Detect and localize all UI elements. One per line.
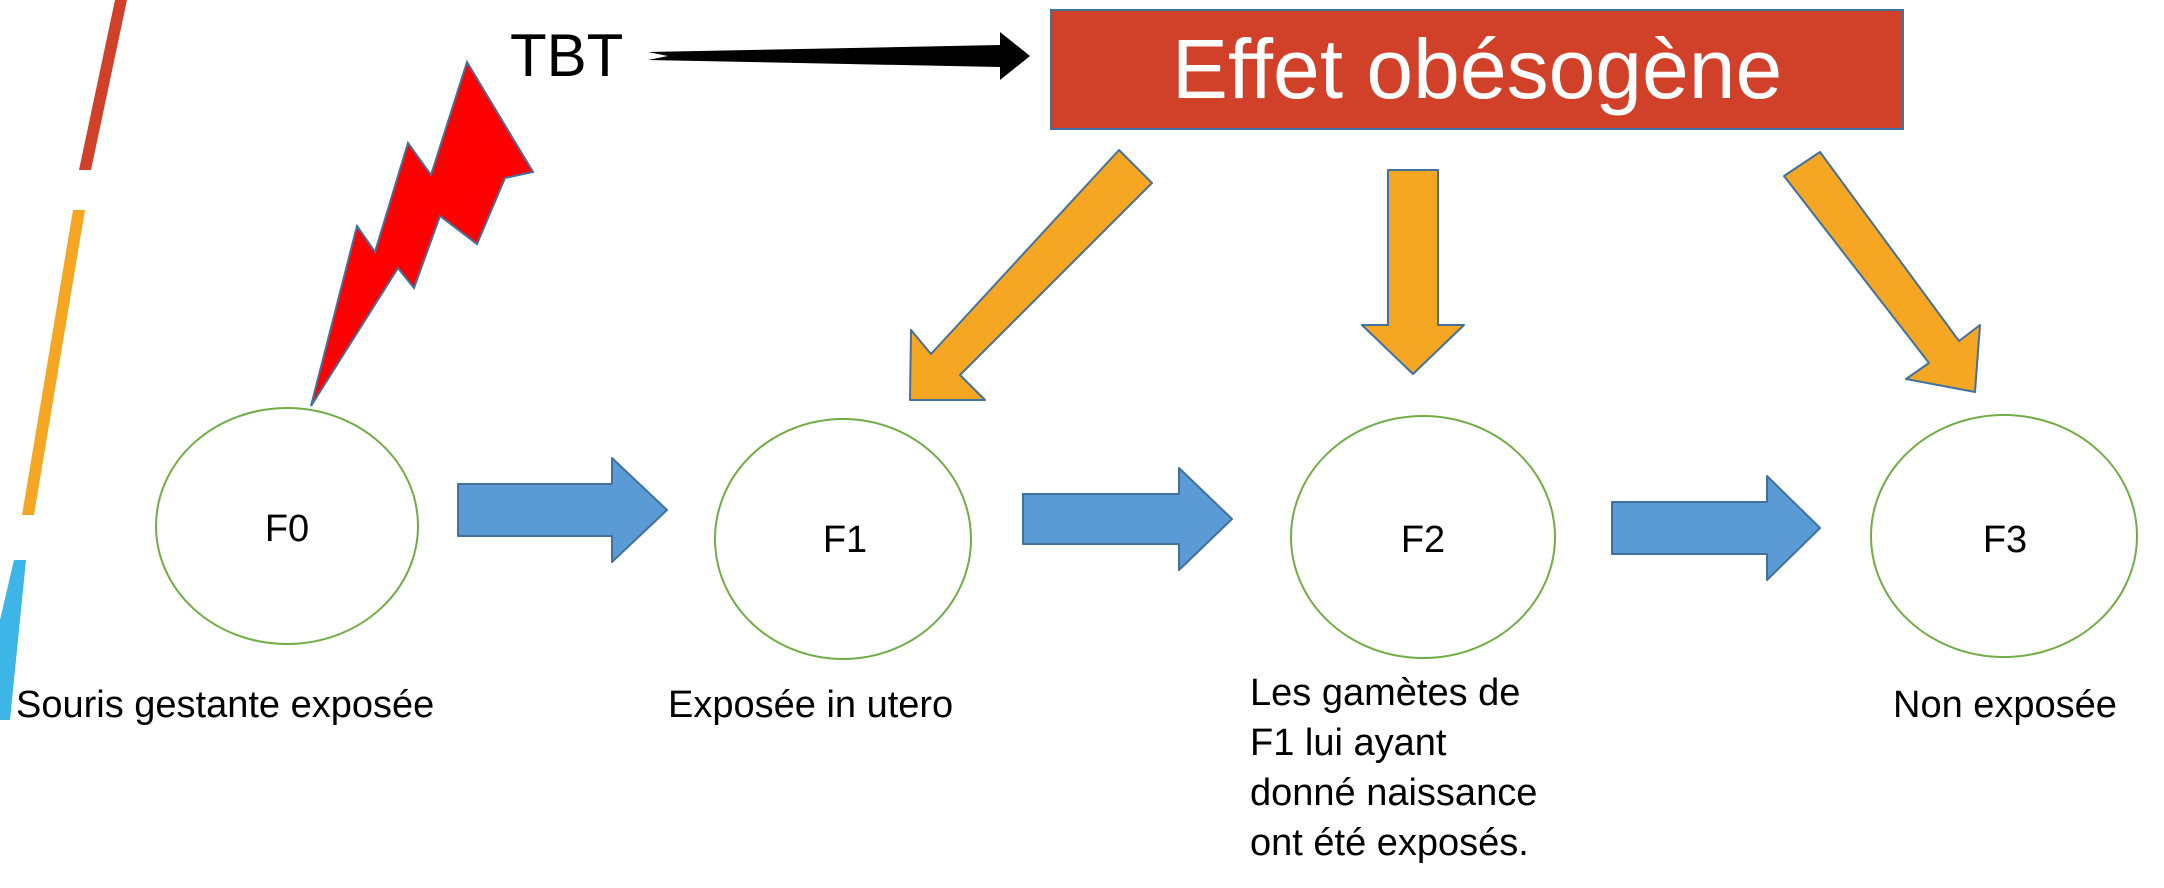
caption-f1: Exposée in utero — [668, 684, 954, 726]
effect-arrow-f1 — [909, 149, 1153, 401]
transfer-arrow-f1-f2 — [1022, 467, 1233, 571]
tbt-arrow — [648, 32, 1030, 80]
caption-f3: Non exposée — [1893, 684, 2117, 726]
accent-stripe-red — [79, 0, 127, 170]
tbt-label: TBT — [510, 22, 623, 89]
generation-circle-f3 — [1870, 414, 2138, 658]
caption-f0: Souris gestante exposée — [16, 684, 435, 726]
effect-box — [1050, 9, 1904, 130]
accent-stripe-blue — [0, 560, 26, 720]
transfer-arrow-f0-f1 — [457, 457, 668, 563]
generation-label-f1: F1 — [823, 519, 867, 561]
lightning-bolt-icon — [310, 59, 535, 407]
generation-label-f3: F3 — [1983, 519, 2027, 561]
generation-label-f2: F2 — [1401, 519, 1445, 561]
effect-arrow-f2 — [1361, 169, 1465, 375]
transfer-arrow-f2-f3 — [1611, 475, 1821, 581]
caption-f2: Les gamètes de F1 lui ayant donné naissa… — [1250, 672, 1538, 864]
generation-circle-f0 — [155, 407, 419, 645]
effect-label: Effet obésogène — [1172, 22, 1782, 116]
generation-label-f0: F0 — [265, 508, 309, 550]
generation-circle-f2 — [1290, 415, 1556, 659]
effect-arrow-f3 — [1783, 151, 1981, 393]
generation-circle-f1 — [714, 418, 972, 660]
accent-stripe-orange — [22, 210, 85, 515]
